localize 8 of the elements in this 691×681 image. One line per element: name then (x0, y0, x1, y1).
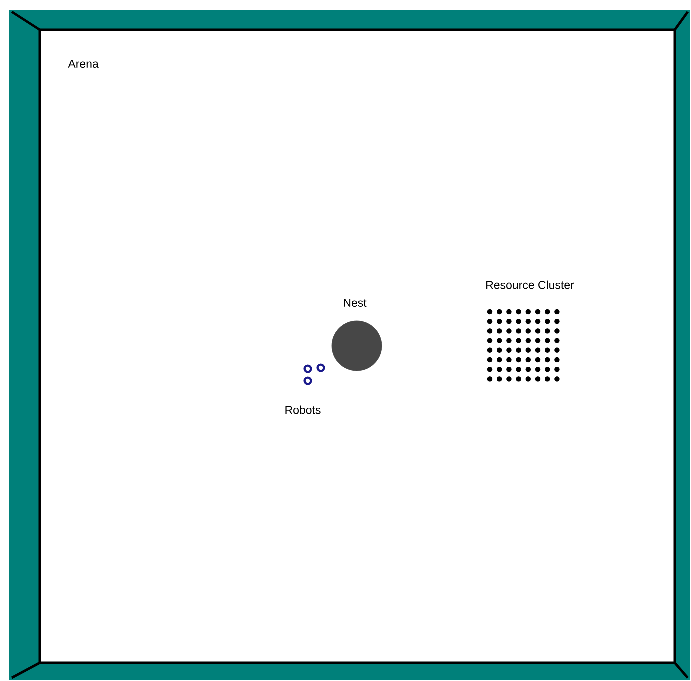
arena-label: Arena (68, 60, 99, 68)
cluster-label: Resource Cluster (486, 280, 574, 290)
robots-label: Robots (286, 406, 321, 414)
resource-dots (487, 309, 560, 382)
nest-label: Nest (344, 299, 367, 308)
arena-frame (9, 10, 690, 680)
nest-circle (332, 320, 382, 372)
robots-drawing (304, 364, 326, 386)
